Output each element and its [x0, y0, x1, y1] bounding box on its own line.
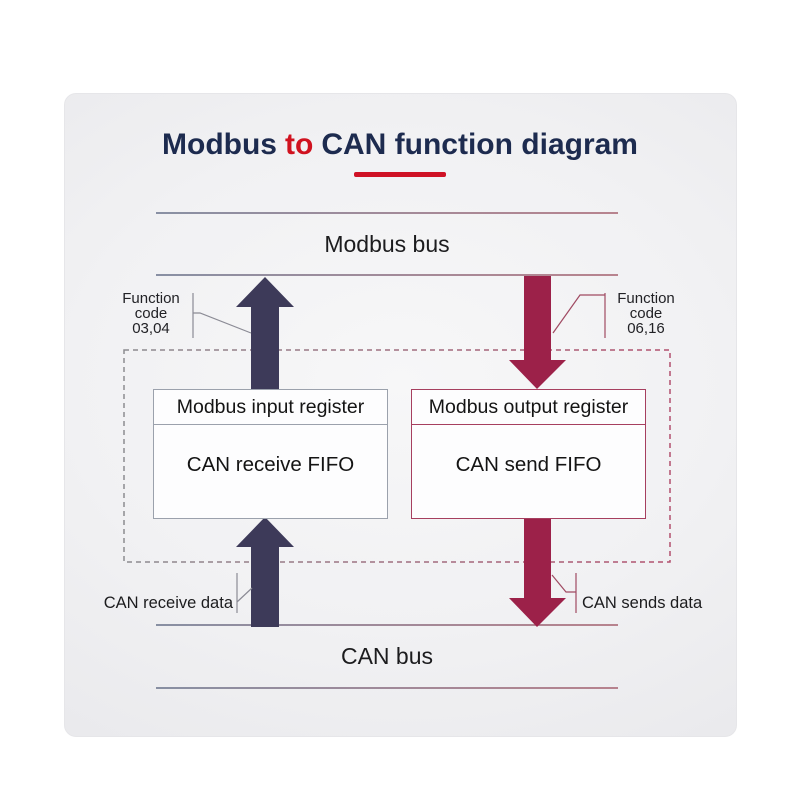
down-arrow-register-to-can: [509, 517, 566, 627]
modbus-output-register-box: Modbus output register CAN send FIFO: [411, 389, 646, 519]
title-part-modbus: Modbus: [162, 128, 277, 161]
can-receive-data-leader: [236, 573, 253, 613]
function-code-0616-label: Function code 06,16: [606, 291, 686, 336]
up-arrow-can-to-register: [236, 517, 294, 627]
title-part-to: to: [284, 128, 314, 161]
function-code-0616-leader: [552, 293, 606, 338]
modbus-input-register-box: Modbus input register CAN receive FIFO: [153, 389, 388, 519]
function-code-0304-label: Function code 03,04: [111, 291, 191, 336]
function-code-0616-line3: 06,16: [627, 320, 665, 337]
modbus-output-register-header: Modbus output register: [412, 390, 645, 425]
dashed-boundary-box: [123, 349, 671, 563]
function-code-0616-line1: Function: [617, 290, 675, 307]
function-code-0304-line3: 03,04: [132, 320, 170, 337]
can-receive-data-label: CAN receive data: [103, 594, 233, 612]
modbus-bus-label: Modbus bus: [324, 231, 450, 257]
function-code-0304-line1: Function: [122, 290, 180, 307]
title-underline-accent: [354, 172, 446, 177]
function-code-0304-leader: [192, 293, 252, 338]
can-receive-fifo-label: CAN receive FIFO: [186, 452, 355, 476]
can-sends-data-label: CAN sends data: [582, 594, 703, 612]
modbus-input-register-header: Modbus input register: [154, 390, 387, 425]
can-bus-label: CAN bus: [340, 643, 434, 669]
title-part-rest: CAN function diagram: [321, 128, 638, 161]
up-arrow-register-to-modbus: [236, 277, 294, 390]
can-sends-data-leader: [551, 573, 577, 613]
down-arrow-modbus-to-register: [509, 276, 566, 389]
function-code-0616-line2: code: [629, 305, 663, 322]
function-code-0304-line2: code: [134, 305, 168, 322]
can-send-fifo-label: CAN send FIFO: [455, 452, 602, 476]
